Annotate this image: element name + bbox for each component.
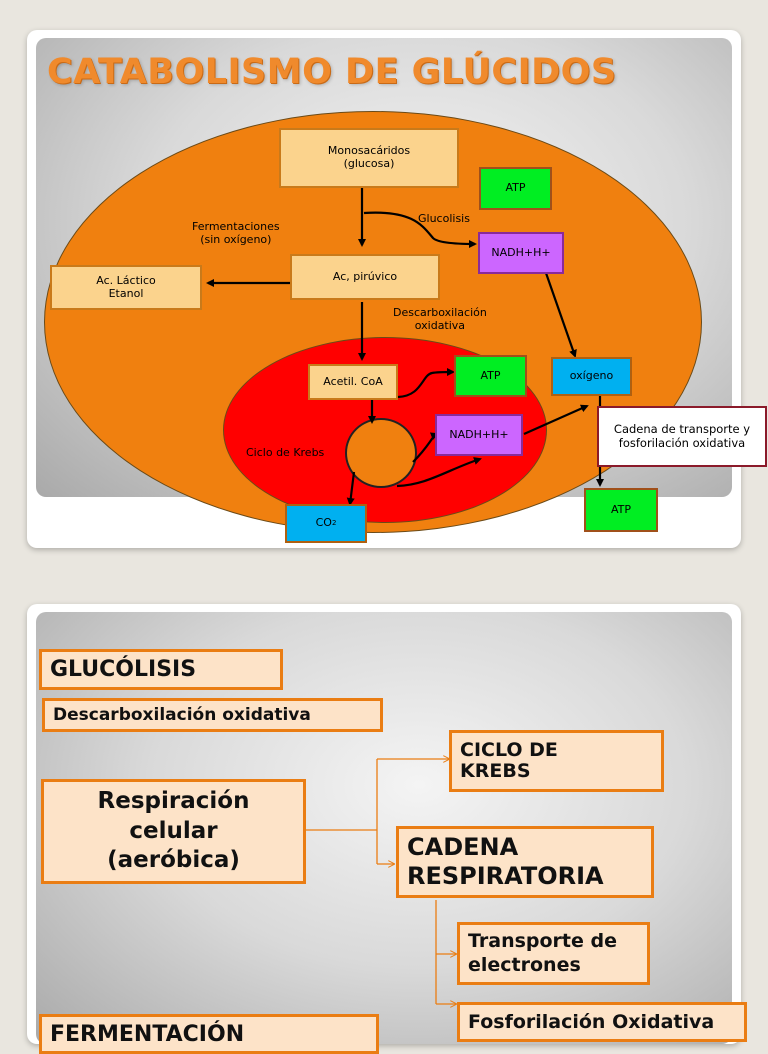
nadh-box-mid: NADH+H+ bbox=[435, 414, 523, 456]
acetil-coa-box: Acetil. CoA bbox=[308, 364, 398, 400]
glucolisis-label: Glucolisis bbox=[418, 212, 470, 225]
co2-text: CO bbox=[315, 516, 332, 530]
oxigeno-box: oxígeno bbox=[551, 357, 632, 396]
fosforilacion-box: Fosforilación Oxidativa bbox=[457, 1002, 747, 1042]
arrow-nadh-to-oxigeno bbox=[544, 272, 577, 358]
atp-box-top: ATP bbox=[479, 167, 552, 210]
arrow-glucolisis bbox=[363, 211, 477, 248]
monosacaridos-box: Monosacáridos (glucosa) bbox=[279, 128, 459, 188]
ciclo-krebs-label: Ciclo de Krebs bbox=[246, 446, 325, 459]
respiracion-box: Respiración celular (aeróbica) bbox=[41, 779, 306, 884]
krebs-cycle-circle bbox=[345, 418, 417, 488]
lactico-box: Ac. Láctico Etanol bbox=[50, 265, 202, 310]
slide-title: CATABOLISMO DE GLÚCIDOS bbox=[47, 52, 617, 92]
co2-subscript: 2 bbox=[331, 519, 337, 528]
descarboxilacion-label: Descarboxilación oxidativa bbox=[393, 306, 487, 332]
fermentaciones-label: Fermentaciones (sin oxígeno) bbox=[192, 220, 280, 246]
arrow-krebs-to-co2 bbox=[346, 471, 356, 506]
piruvico-box: Ac, pirúvico bbox=[290, 254, 440, 300]
atp-box-mid: ATP bbox=[454, 355, 527, 397]
arrow-krebs-out bbox=[396, 457, 482, 488]
cadena-respiratoria-box: CADENA RESPIRATORIA bbox=[396, 826, 654, 898]
ciclo-krebs-box: CICLO DE KREBS bbox=[449, 730, 664, 792]
transporte-box: Transporte de electrones bbox=[457, 922, 650, 985]
arrow-nadh-to-cadena bbox=[523, 404, 589, 436]
fermentacion-box: FERMENTACIÓN bbox=[39, 1014, 379, 1054]
glucolisis-box: GLUCÓLISIS bbox=[39, 649, 283, 690]
slide-respiracion: GLUCÓLISIS Descarboxilación oxidativa CI… bbox=[27, 604, 747, 1054]
cadena-transporte-box: Cadena de transporte y fosforilación oxi… bbox=[597, 406, 767, 467]
slide-catabolismo: CATABOLISMO DE GLÚCIDOS Monosacáridos (g… bbox=[27, 30, 767, 548]
atp-box-bottom: ATP bbox=[584, 488, 658, 532]
arrow-acetil-to-atp bbox=[397, 368, 455, 399]
arrow-krebs-to-nadh bbox=[412, 432, 439, 463]
connectors-layer bbox=[306, 604, 741, 1024]
descarboxilacion-box: Descarboxilación oxidativa bbox=[42, 698, 383, 732]
nadh-box-top: NADH+H+ bbox=[478, 232, 564, 274]
